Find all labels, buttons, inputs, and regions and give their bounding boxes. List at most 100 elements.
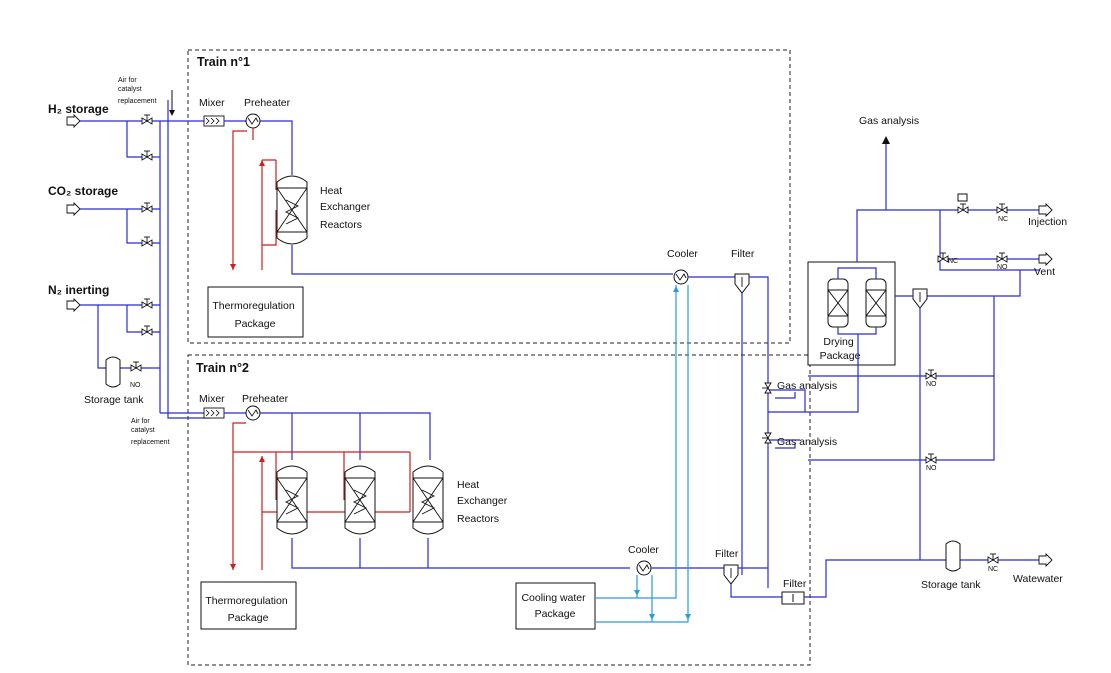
valve-state-nc-vent: NC [948,258,958,265]
train2-reactor-2-icon [344,465,376,535]
train-2-title: Train n°2 [196,361,249,375]
gas-analysis-top-label: Gas analysis [859,115,919,127]
dryer-outlet-line [856,209,1040,262]
co2-valve-icon [141,202,153,213]
gas-analysis-valve-2-icon [761,432,772,444]
valve-state-nc-ww: NC [988,566,998,573]
mid-gas-analysis-lines [768,389,806,449]
train1-feed-line [224,120,293,175]
train2-thermo-label: Thermoregulation Package [205,595,290,624]
inlet-storage-tank-label: Storage tank [84,394,144,406]
wastewater-label: Watewater [1013,573,1063,585]
filter-1-label: Filter [731,248,755,260]
train1-heat-exchanger-label: Heat Exchanger Reactors [320,185,373,231]
return-valve-2-icon [925,453,937,464]
gas-analysis-valve-1-icon [761,382,772,394]
vent-lines [920,210,1040,297]
air-note-2: Air for catalyst replacement [131,418,170,446]
preheater-2-label: Preheater [242,393,289,405]
train2-feed-line [224,412,431,460]
cooling-water-package [515,582,596,630]
train1-thermal-line-b [261,159,277,270]
air-note-1: Air for catalyst replacement [118,77,157,105]
wastewater-valve-icon [987,553,999,564]
train2-reactor-3-icon [412,465,444,535]
h2-valve-icon [141,114,153,125]
injection-arrow-icon [1038,203,1053,217]
cooling-arrow-2-icon [649,614,655,620]
train2-thermal-drops [275,452,411,512]
preheater-2-icon [245,405,261,421]
train1-outlet-line [291,245,673,275]
train2-reactor-1-icon [276,465,308,535]
gas-analysis-mid-2-label: Gas analysis [777,436,837,448]
train2-outlet-line [291,538,630,569]
valve-state-no-inlet: NO [130,382,141,389]
train2-reactor-feeds [291,413,361,460]
train1-thermo-package [207,286,304,338]
n2-tank-valve-icon [130,361,142,372]
return-valve-1-icon [925,369,937,380]
inlet-storage-tank-icon [105,356,121,388]
mixer-2-label: Mixer [199,393,225,405]
train-2-boundary [187,354,811,666]
n2-inerting-label: N₂ inerting [48,283,109,297]
injection-valve-icon [996,203,1008,214]
dryer-column-1-mark [827,289,849,317]
wastewater-line-a [804,559,948,598]
thermal-arrow-1-icon [230,264,236,270]
valve-state-no-r2: NO [926,465,937,472]
h2-inlet-arrow-icon [66,114,81,128]
cooling-arrow-1-icon [634,590,640,596]
h2-bypass-valve-icon [141,150,153,161]
train1-thermo-label: Thermoregulation Package [212,300,297,330]
cooler-2-label: Cooler [628,544,659,556]
vent-arrow-icon [1038,252,1053,266]
vent-label: Vent [1034,266,1055,278]
gas-analysis-top-arrow-icon [882,136,890,144]
gas-analysis-mid-1-label: Gas analysis [777,380,837,392]
injection-actuator-icon [957,193,968,202]
valve-state-no-r1: NO [926,381,937,388]
train1-thermal-line-a [232,130,247,270]
co2-bypass-valve-icon [141,236,153,247]
storage-tank-outlet-label: Storage tank [921,579,981,591]
n2-bypass-valve-icon [141,325,153,336]
train2-heat-exchanger-label: Heat Exchanger Reactors [457,479,510,525]
inlet-lines [80,100,210,419]
mixer-1-icon [203,115,225,127]
h2-storage-label: H₂ storage [48,102,109,116]
train2-thermo-package [200,581,297,630]
n2-inlet-arrow-icon [66,298,81,312]
thermal-arrow-2-icon [259,160,265,166]
cooler-1-label: Cooler [667,248,698,260]
injection-label: Injection [1028,216,1067,228]
storage-tank-outlet-icon [945,540,961,572]
to-dryer-line [768,334,859,413]
cooling-arrow-4-icon [673,286,679,292]
co2-storage-label: CO₂ storage [48,184,118,198]
train2-thermal-line-a [232,422,246,570]
cooler-2-icon [636,560,652,576]
preheater-1-icon [245,113,261,129]
right-return-lines [808,296,995,461]
filter-4-icon [912,288,928,309]
cooling-return-1 [595,285,689,623]
thermal-arrow-3-icon [230,564,236,570]
n2-valve-icon [141,298,153,309]
drying-label: Drying Package [820,336,861,362]
cooling-arrow-3-icon [685,614,691,620]
dryer-column-2-mark [865,289,887,317]
valve-state-nc-inj: NC [998,216,1008,223]
dryer-internal-lines [837,267,877,335]
filter-3-label: Filter [783,578,807,590]
wastewater-arrow-icon [1038,553,1053,567]
cooling-supply-1 [595,285,677,599]
air-arrow-1-icon [169,110,175,116]
train1-reactor-icon [276,175,308,245]
cooling-water-label: Cooling water Package [521,592,588,620]
mixer-2-icon [203,407,225,419]
filter-2-icon [723,564,739,585]
train-1-boundary [187,49,791,344]
valve-state-no-vent: NO [997,264,1008,271]
